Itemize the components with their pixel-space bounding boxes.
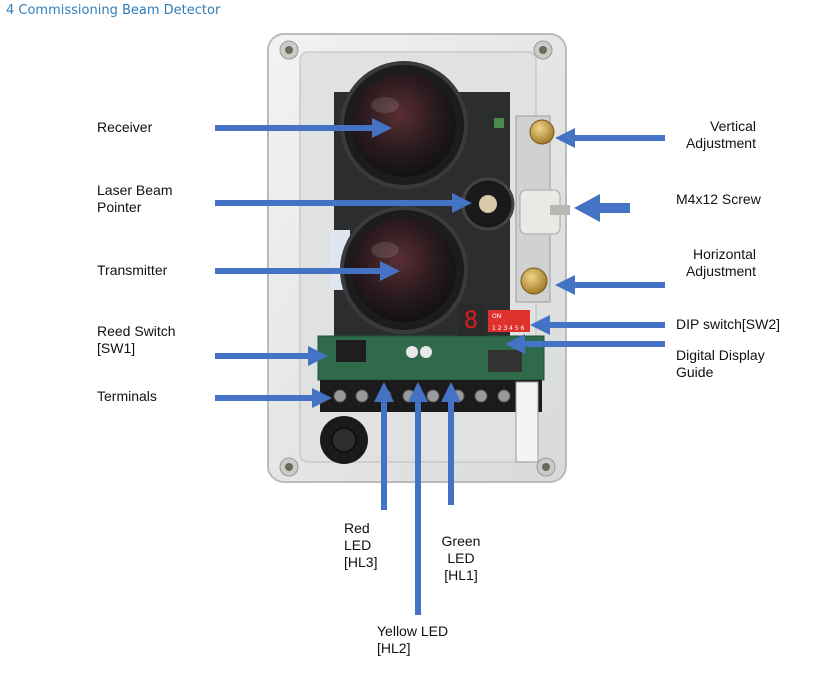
horizontal-adjustment-screw <box>520 267 548 295</box>
block-arrow-icon <box>215 346 328 366</box>
label-yellow-led: Yellow LED [HL2] <box>377 623 448 657</box>
dip-switch-header: ON <box>492 313 501 320</box>
section-title: 4 Commissioning Beam Detector <box>6 3 221 18</box>
label-terminals: Terminals <box>97 388 157 404</box>
label-display-line2: Guide <box>676 364 714 380</box>
label-laser-line1: Laser Beam <box>97 182 173 198</box>
label-yellow-line2: [HL2] <box>377 640 411 656</box>
label-green-led: Green LED [HL1] <box>438 533 484 584</box>
label-yellow-line1: Yellow LED <box>377 623 449 639</box>
label-green-line2: LED <box>447 550 475 566</box>
screw-hole-icon <box>279 40 299 60</box>
label-reed-line1: Reed Switch <box>97 323 176 339</box>
block-arrow-icon <box>408 382 428 615</box>
block-arrow-icon <box>574 194 630 222</box>
terminal-block <box>320 380 542 463</box>
block-arrow-icon <box>215 118 392 138</box>
label-horizontal-line2: Adjustment <box>685 263 756 279</box>
label-red-led: Red LED [HL3] <box>344 520 377 571</box>
screw-hole-icon <box>533 40 553 60</box>
label-receiver: Receiver <box>97 119 153 135</box>
label-laser-beam-pointer: Laser Beam Pointer <box>97 182 172 216</box>
vertical-adjustment-screw <box>529 119 555 145</box>
label-horizontal-line1: Horizontal <box>692 246 756 262</box>
dip-switch: ON 1 2 3 4 5 6 <box>488 310 530 332</box>
transmitter-lens <box>340 206 468 334</box>
label-reed-line2: [SW1] <box>97 340 136 356</box>
display-digit: 8 <box>464 306 478 334</box>
cable-gland <box>320 416 368 464</box>
label-transmitter: Transmitter <box>97 262 168 278</box>
laser-pointer <box>461 177 515 231</box>
receiver-lens <box>340 61 468 189</box>
block-arrow-icon <box>505 334 665 354</box>
block-arrow-icon <box>215 388 332 408</box>
label-dip-switch: DIP switch[SW2] <box>676 316 780 332</box>
label-red-line1: Red <box>344 520 370 536</box>
digital-display: 8 <box>458 304 484 336</box>
label-vertical-line2: Adjustment <box>685 135 756 151</box>
annotation-arrows <box>215 118 665 615</box>
block-arrow-icon <box>555 275 665 295</box>
screw-hole-icon <box>279 457 299 477</box>
block-arrow-icon <box>215 193 472 213</box>
screw-hole-icon <box>536 457 556 477</box>
label-vertical-line1: Vertical <box>710 118 756 134</box>
block-arrow-icon <box>441 382 461 505</box>
block-arrow-icon <box>555 128 665 148</box>
label-digital-display-guide: Digital Display Guide <box>676 347 765 381</box>
block-arrow-icon <box>374 382 394 510</box>
block-arrow-icon <box>215 261 400 281</box>
dip-switch-numbers: 1 2 3 4 5 6 <box>492 325 525 332</box>
label-laser-line2: Pointer <box>97 199 142 215</box>
label-display-line1: Digital Display <box>676 347 765 363</box>
label-green-line1: Green <box>441 533 481 549</box>
label-horizontal-adjustment: Horizontal Adjustment <box>686 246 756 280</box>
block-arrow-icon <box>530 315 665 335</box>
label-vertical-adjustment: Vertical Adjustment <box>686 118 756 152</box>
label-red-line2: LED <box>344 537 372 553</box>
label-green-line3: [HL1] <box>444 567 478 583</box>
label-red-line3: [HL3] <box>344 554 378 570</box>
label-screw: M4x12 Screw <box>676 191 761 207</box>
label-reed-switch: Reed Switch [SW1] <box>97 323 176 357</box>
